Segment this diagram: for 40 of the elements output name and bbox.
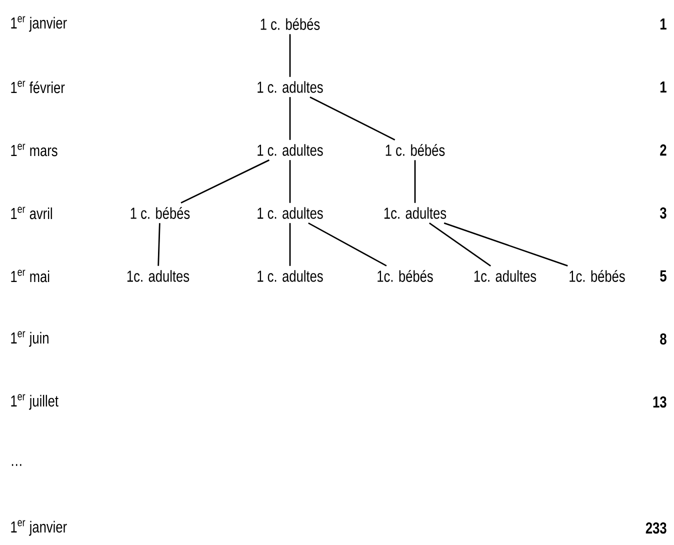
connector-line — [289, 223, 291, 266]
connector-line — [180, 159, 270, 204]
date-label: 1$^{er}$ juin — [11, 331, 48, 347]
tree-node-label: 1 c. bébés — [260, 18, 320, 30]
date-label: 1$^{er}$ mai — [11, 270, 50, 282]
date-label: 1$^{er}$ avril — [11, 206, 52, 220]
count-label: 1 — [660, 81, 666, 92]
tree-node-label: 1c. adultes — [384, 207, 446, 219]
connector-line — [310, 96, 396, 140]
tree-node-label: 1c. bébés — [378, 270, 433, 282]
tree-node-label: 1c. bébés — [570, 270, 625, 282]
tree-node-label: 1 c. adultes — [258, 144, 323, 156]
date-label: 1$^{er}$ janvier — [11, 520, 67, 536]
connector-line — [429, 222, 492, 266]
count-label: 1 — [660, 18, 666, 30]
count-label: 2 — [660, 144, 666, 156]
tree-node-label: 1 c. adultes — [258, 207, 323, 219]
tree-node-label: 1 c. adultes — [258, 270, 323, 282]
connector-line — [414, 160, 416, 203]
connector-line — [289, 97, 291, 140]
tree-node-label: 1c. adultes — [474, 270, 536, 282]
count-label: 13 — [653, 396, 666, 408]
ellipsis: … — [12, 464, 22, 466]
connector-line — [158, 223, 160, 266]
tree-node-label: 1c. adultes — [127, 270, 190, 282]
date-label: 1$^{er}$ janvier — [11, 16, 67, 32]
tree-node-label: 1 c. bébés — [386, 144, 445, 156]
count-label: 8 — [660, 333, 666, 345]
connector-line — [289, 34, 291, 77]
connector-line — [444, 222, 568, 266]
connector-line — [289, 160, 291, 203]
tree-node-label: 1 c. adultes — [258, 81, 323, 93]
date-label: 1$^{er}$ juillet — [11, 394, 58, 410]
count-label: 233 — [646, 522, 666, 534]
date-label: 1$^{er}$ février — [11, 80, 65, 94]
count-label: 5 — [660, 270, 666, 282]
connector-line — [308, 222, 387, 266]
date-label: 1$^{er}$ mars — [11, 144, 58, 156]
tree-node-label: 1 c. bébés — [130, 207, 190, 219]
count-label: 3 — [660, 207, 666, 219]
